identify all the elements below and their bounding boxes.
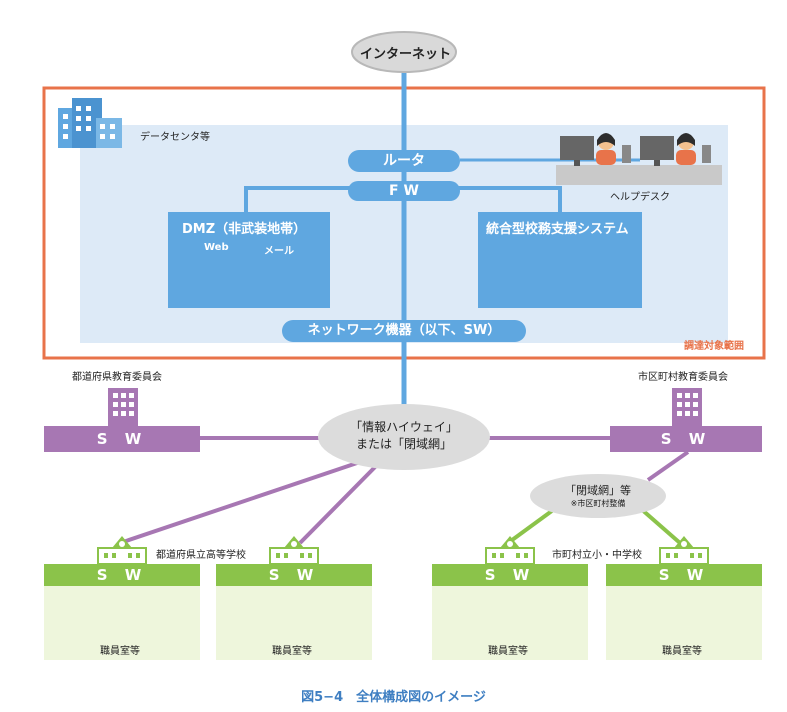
helpdesk-operator-icon [560,133,631,166]
city-school-label: 市町村立小・中学校 [552,550,642,561]
figure-caption: 図5−4 全体構成図のイメージ [301,690,486,705]
school-switch: S W [432,564,588,586]
school-building-icon [659,536,709,565]
school-block-2: S W 職員室等 [216,564,372,660]
school-block-4: S W 職員室等 [606,564,762,660]
pref-board-switch: S W [44,426,200,452]
school-building-icon [485,536,535,565]
school-switch: S W [44,564,200,586]
datacenter-label: データセンタ等 [140,132,210,143]
internet-label: インターネット [360,47,452,62]
school-switch: S W [216,564,372,586]
dmz-title: DMZ（非武装地帯） [182,222,307,237]
dmz-mail-label: メール [264,246,294,257]
school-building-icon [269,536,319,565]
school-switch-label: S W [96,566,148,584]
school-system-title: 統合型校務支援システム [486,222,629,237]
closed-network-line2: ※市区町村整備 [570,499,626,508]
school-block-1: S W 職員室等 [44,564,200,660]
city-closednet-line [646,450,690,482]
school-switch-label: S W [658,566,710,584]
staff-room-label: 職員室等 [662,646,702,657]
building-icon [58,98,122,148]
city-board-switch: S W [610,426,762,452]
closed-network-cloud: 「閉域網」等 ※市区町村整備 [530,474,666,518]
staff-room-label: 職員室等 [488,646,528,657]
pref-school1-line [119,460,361,545]
dmz-web-label: Web [204,242,229,253]
pref-board-building-icon [108,388,138,426]
info-highway-line2: または「閉域網」 [355,437,452,451]
school-system-box: 統合型校務支援システム [478,212,642,308]
router-label: ルータ [383,153,425,169]
staff-room-label: 職員室等 [100,646,140,657]
city-board-building-icon [672,388,702,426]
school-switch: S W [606,564,762,586]
pref-board-label: 都道府県教育委員会 [72,372,162,383]
info-highway-line1: 「情報ハイウェイ」 [350,420,458,434]
staff-room-label: 職員室等 [272,646,312,657]
closed-network-line1: 「閉域網」等 [565,484,631,497]
internet-cloud [351,31,457,73]
city-school2-line [638,506,682,545]
info-highway-cloud: 「情報ハイウェイ」 または「閉域網」 [318,404,490,470]
procurement-scope-label: 調達対象範囲 [684,341,744,352]
pref-school-label: 都道府県立高等学校 [156,550,246,561]
firewall-node: F W [348,181,460,201]
school-switch-label: S W [268,566,320,584]
pref-school2-line [298,460,382,545]
firewall-label: F W [389,183,419,199]
network-equipment-label: ネットワーク機器（以下、SW） [307,323,501,338]
pref-board-switch-label: S W [96,430,148,448]
school-block-3: S W 職員室等 [432,564,588,660]
school-building-icon [97,536,147,565]
helpdesk-desk [556,165,722,185]
city-board-switch-label: S W [660,430,712,448]
network-equipment-node: ネットワーク機器（以下、SW） [282,320,526,342]
router-node: ルータ [348,150,460,172]
school-switch-label: S W [484,566,536,584]
helpdesk-operator-icon [640,133,711,166]
helpdesk-label: ヘルプデスク [610,192,670,203]
dmz-box: DMZ（非武装地帯） Web メール [168,212,330,308]
city-board-label: 市区町村教育委員会 [638,372,728,383]
